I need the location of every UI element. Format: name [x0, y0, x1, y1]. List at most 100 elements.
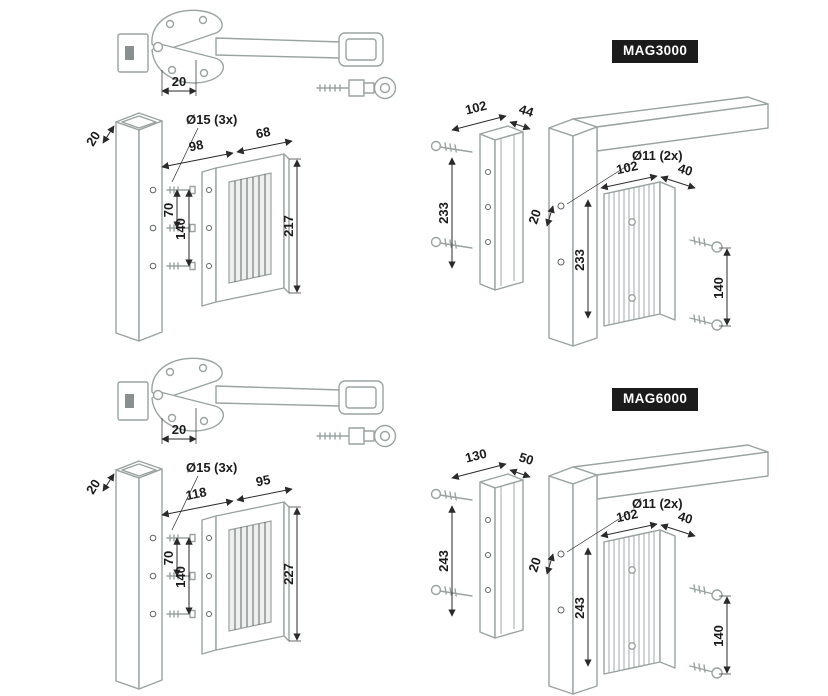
armature-hole — [628, 294, 636, 302]
armature-hole — [628, 566, 636, 574]
dim-plate-width: 102 — [451, 98, 507, 132]
dim-post-depth: 20 — [83, 125, 115, 149]
dim-armature-width: 102 — [600, 506, 658, 539]
dim-lock-width: 95 — [236, 472, 293, 503]
dim-hole-spacing-full: 140 — [173, 537, 193, 615]
mounting-bolt — [166, 185, 196, 195]
svg-text:102: 102 — [615, 158, 639, 177]
svg-text:95: 95 — [255, 472, 272, 490]
armature-screw — [689, 662, 723, 679]
svg-text:Ø11 (2x): Ø11 (2x) — [632, 496, 683, 511]
wall-plate-slot — [125, 46, 134, 60]
svg-text:217: 217 — [281, 215, 296, 237]
lock-flange-hole — [206, 535, 212, 541]
plate-hole — [485, 204, 491, 210]
svg-text:140: 140 — [173, 218, 188, 240]
armature-extrusion-lines — [608, 531, 655, 673]
post-lock-assembly-drawing: 20 Ø15 (3x) — [83, 112, 301, 342]
svg-text:140: 140 — [711, 277, 726, 299]
wall-plate-slot — [125, 394, 134, 408]
lock-pin-assembly — [316, 424, 397, 448]
mag6000-section-drawing: 20 20 — [83, 357, 769, 695]
exploded-view-drawing: 130 50 243 20 Ø11 (2x) — [430, 444, 769, 695]
svg-text:20: 20 — [525, 207, 544, 225]
gate-closer-arm-drawing: 20 — [117, 9, 397, 100]
dim-exploded-post-depth: 20 — [525, 553, 555, 575]
dim-armature-holes-label: Ø11 (2x) — [566, 148, 683, 205]
svg-text:243: 243 — [436, 550, 451, 572]
svg-text:98: 98 — [188, 137, 205, 155]
dim-arm-offset: 20 — [161, 408, 197, 444]
dim-post-depth: 20 — [83, 473, 115, 497]
lock-flange-hole — [206, 225, 212, 231]
post-lock-assembly-drawing: 20 Ø15 (3x) — [83, 460, 301, 690]
plate-hole — [485, 552, 491, 558]
plate-hole — [485, 239, 491, 245]
armature-hole — [628, 218, 636, 226]
svg-text:243: 243 — [572, 597, 587, 619]
lock-flange-hole — [206, 573, 212, 579]
svg-text:233: 233 — [436, 202, 451, 224]
post-hole — [149, 186, 157, 194]
dim-plate-height: 233 — [436, 157, 456, 269]
svg-text:102: 102 — [615, 506, 639, 525]
svg-text:40: 40 — [676, 160, 694, 179]
svg-text:68: 68 — [255, 124, 272, 142]
svg-text:118: 118 — [184, 484, 208, 503]
lock-pin-assembly — [316, 76, 397, 100]
dim-lock-height: 227 — [281, 506, 301, 642]
dim-exploded-post-depth: 20 — [525, 205, 555, 227]
svg-text:233: 233 — [572, 249, 587, 271]
svg-text:140: 140 — [711, 625, 726, 647]
post-through-hole — [557, 606, 565, 614]
post-hole — [149, 610, 157, 618]
plate-hole — [485, 587, 491, 593]
svg-text:20: 20 — [83, 477, 103, 497]
dim-overall-width: 98 — [161, 137, 234, 170]
dim-armature-holes-label: Ø11 (2x) — [566, 496, 683, 553]
svg-text:Ø11 (2x): Ø11 (2x) — [632, 148, 683, 163]
dim-armature-depth: 40 — [660, 508, 696, 538]
dim-hole-spacing-top: 70 — [161, 537, 181, 577]
model-badge-mag6000: MAG6000 — [612, 388, 699, 411]
dim-armature-width: 102 — [600, 158, 658, 191]
dim-lock-width: 68 — [236, 124, 293, 155]
magnet-laminations — [234, 522, 266, 630]
magnet-face — [228, 172, 272, 284]
mounting-bolt — [166, 261, 196, 271]
dim-overall-width: 118 — [161, 484, 234, 518]
armature-screw — [689, 314, 723, 331]
plate-hole — [485, 517, 491, 523]
dim-plate-depth: 44 — [509, 101, 536, 131]
svg-text:20: 20 — [172, 74, 186, 89]
svg-text:70: 70 — [161, 203, 176, 217]
lock-flange-hole — [206, 187, 212, 193]
gate-closer-arm-drawing: 20 — [117, 357, 397, 448]
post-through-hole — [557, 258, 565, 266]
svg-text:70: 70 — [161, 551, 176, 565]
dim-lock-height: 217 — [281, 158, 301, 294]
post-hole — [149, 534, 157, 542]
svg-text:227: 227 — [281, 563, 296, 585]
magnet-laminations — [234, 174, 266, 282]
svg-text:20: 20 — [83, 129, 103, 149]
dim-arm-offset: 20 — [161, 60, 197, 96]
svg-text:44: 44 — [517, 101, 536, 120]
dim-plate-width: 130 — [451, 446, 507, 480]
svg-text:102: 102 — [464, 98, 489, 118]
svg-text:Ø15 (3x): Ø15 (3x) — [186, 112, 237, 127]
armature-screw — [689, 584, 723, 601]
svg-text:40: 40 — [676, 508, 694, 527]
mounting-bolt — [166, 609, 196, 619]
dim-armature-depth: 40 — [660, 160, 696, 190]
dim-plate-height: 243 — [436, 505, 456, 617]
post-hole — [149, 224, 157, 232]
exploded-view-drawing: 102 44 233 20 Ø11 (2x) — [430, 96, 769, 347]
dim-armature-height: 243 — [572, 547, 592, 667]
mounting-bolt — [166, 533, 196, 543]
dim-hole-spacing-top: 70 — [161, 189, 181, 229]
dim-screw-spacing: 140 — [711, 247, 731, 327]
svg-text:Ø15 (3x): Ø15 (3x) — [186, 460, 237, 475]
armature-screw — [689, 236, 723, 253]
